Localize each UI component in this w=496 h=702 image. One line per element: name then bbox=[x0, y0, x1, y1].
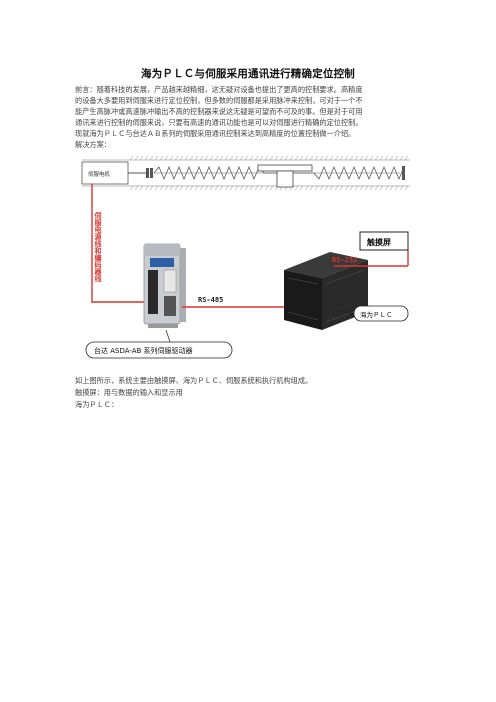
rs485-label: RS-485 bbox=[198, 296, 223, 304]
intro-paragraph: 前言：随着科技的发展，产品越来越精细，这无疑对设备也提出了更高的控制要求。高精度… bbox=[75, 84, 427, 150]
document-title: 海为ＰＬＣ与伺服采用通讯进行精确定位控制 bbox=[141, 68, 355, 80]
after-line-3: 海为ＰＬＣ： bbox=[75, 400, 119, 409]
rs232-label: RS-232 bbox=[332, 256, 357, 264]
system-diagram: 伺服电机 伺服电源线和编码器线 RS-485 bbox=[70, 152, 430, 370]
ground-hatch bbox=[82, 155, 410, 191]
intro-line: 现就海为ＰＬＣ与台达ＡＢ系列的伺服采用通讯控制来达到高精度的位置控制做一介绍。 bbox=[75, 129, 356, 138]
intro-line: 通讯来进行控制的伺服来说，只要有高速的通讯功能也是可以对伺服进行精确的定位控制。 bbox=[75, 118, 363, 127]
solution-heading: 解决方案： bbox=[75, 140, 111, 149]
plc-callout-label: 海为ＰＬＣ bbox=[360, 310, 393, 319]
touchscreen-box bbox=[359, 231, 409, 251]
servo-drive-callout-label: 台达 ASDA-AB 系列伺服驱动器 bbox=[94, 346, 193, 355]
after-line-2: 触摸屏：用与数据的输入和显示用 bbox=[75, 388, 183, 397]
intro-line: 能产生高脉冲或高速脉冲输出不高的控制器来说这无疑是可望而不可及的事。但是对于可用 bbox=[75, 107, 363, 116]
plc-callout bbox=[353, 305, 409, 322]
motor-cable bbox=[91, 184, 148, 303]
servo-drive-callout bbox=[85, 341, 233, 359]
servo-motor-label: 伺服电机 bbox=[88, 170, 111, 178]
system-diagram-svg: 伺服电机 伺服电源线和编码器线 RS-485 bbox=[81, 155, 410, 359]
motor-cable-label: 伺服电源线和编码器线 bbox=[94, 211, 103, 283]
servo-drive bbox=[143, 243, 186, 328]
carriage bbox=[257, 164, 313, 188]
after-line-1: 如上图所示，系统主要由触摸屏、海为ＰＬＣ、伺服系统和执行机构组成。 bbox=[75, 376, 313, 385]
touchscreen-label: 触摸屏 bbox=[367, 237, 391, 247]
intro-line: 前言：随着科技的发展，产品越来越精细，这无疑对设备也提出了更高的控制要求。高精度 bbox=[75, 85, 363, 94]
intro-line: 的设备大多要用到伺服来进行定位控制，但多数的伺服都是采用脉冲来控制，可对于一个不 bbox=[75, 96, 363, 105]
